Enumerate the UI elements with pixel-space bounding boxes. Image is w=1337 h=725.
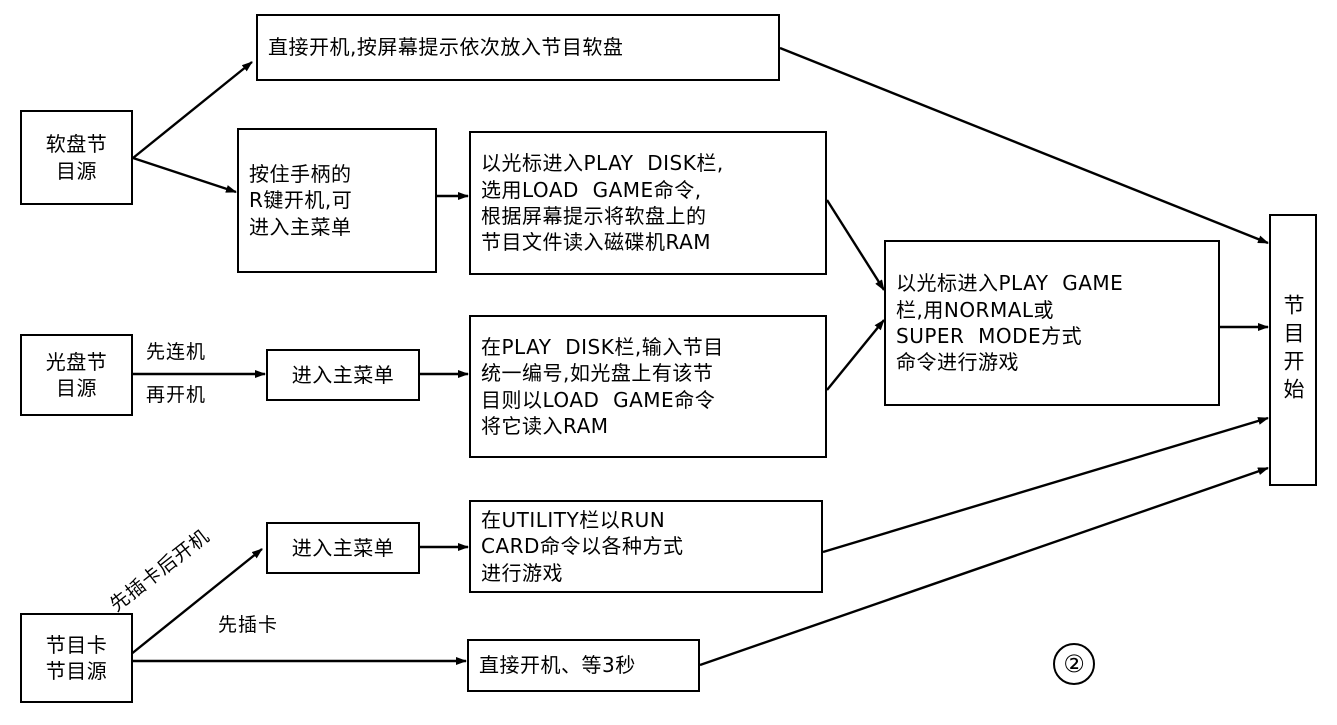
node-utility-run-card-line-2: CARD命令以各种方式 <box>481 534 684 559</box>
node-play-disk-load-line-4: 节目文件读入磁碟机RAM <box>481 230 712 255</box>
source-card-line-2: 节目源 <box>45 659 108 683</box>
node-main-menu-card[interactable]: 进入主菜单 <box>266 522 420 574</box>
node-play-disk-load-line-2: 选用LOAD GAME命令, <box>481 177 702 202</box>
node-play-disk-number-line-2: 统一编号,如光盘上有该节 <box>481 361 714 386</box>
node-main-menu-card-line-1: 进入主菜单 <box>291 535 395 560</box>
edge-label-cd-power-after: 再开机 <box>146 384 207 406</box>
node-utility-run-card-line-1: 在UTILITY栏以RUN <box>481 507 666 532</box>
node-hold-r-key-line-2: R键开机,可 <box>249 188 353 213</box>
node-play-disk-load-line-3: 根据屏幕提示将软盘上的 <box>481 204 707 228</box>
source-card-line-1: 节目卡 <box>45 632 108 657</box>
edge-label-card-insert-then-boot: 先插卡后开机 <box>105 524 214 617</box>
edge-play-disk-number-to-play-game <box>826 319 885 391</box>
node-main-menu-cd[interactable]: 进入主菜单 <box>266 349 420 401</box>
node-hold-r-key-line-3: 进入主菜单 <box>249 214 352 239</box>
source-floppy-line-1: 软盘节 <box>45 132 108 157</box>
node-direct-boot-wait-line-1: 直接开机、等3秒 <box>479 653 636 678</box>
edge-play-disk-to-play-game <box>825 199 886 291</box>
edge-label-card-insert-first: 先插卡 <box>218 614 279 636</box>
edge-floppy-to-direct-boot <box>132 61 253 159</box>
node-play-game-mode[interactable]: 以光标进入PLAY GAME 栏,用NORMAL或 SUPER MODE方式 命… <box>884 240 1220 406</box>
node-direct-boot-wait[interactable]: 直接开机、等3秒 <box>467 639 700 692</box>
edge-label-cd-connect-first: 先连机 <box>146 341 207 363</box>
node-play-game-mode-line-4: 命令进行游戏 <box>896 350 1019 375</box>
source-card[interactable]: 节目卡 节目源 <box>20 613 133 703</box>
figure-number-mark: ② <box>1053 643 1095 685</box>
node-hold-r-key-line-1: 按住手柄的 <box>249 161 352 186</box>
node-direct-boot-floppy[interactable]: 直接开机,按屏幕提示依次放入节目软盘 <box>256 14 780 81</box>
source-floppy-line-2: 目源 <box>56 158 97 183</box>
node-play-game-mode-line-2: 栏,用NORMAL或 <box>896 297 1055 322</box>
edge-utility-to-start <box>822 416 1269 554</box>
node-play-game-mode-line-1: 以光标进入PLAY GAME <box>896 271 1124 296</box>
node-play-disk-number-line-3: 目则以LOAD GAME命令 <box>481 387 716 412</box>
node-main-menu-cd-line-1: 进入主菜单 <box>291 362 395 387</box>
source-floppy[interactable]: 软盘节 目源 <box>20 110 133 205</box>
source-cd-line-1: 光盘节 <box>45 349 108 374</box>
edge-direct-boot-to-start <box>779 46 1269 245</box>
node-play-disk-load[interactable]: 以光标进入PLAY DISK栏, 选用LOAD GAME命令, 根据屏幕提示将软… <box>469 131 827 275</box>
node-play-disk-number-line-4: 将它读入RAM <box>481 413 609 438</box>
source-cd-line-2: 目源 <box>56 376 97 400</box>
edge-floppy-to-hold-r <box>132 156 237 194</box>
node-direct-boot-floppy-line-1: 直接开机,按屏幕提示依次放入节目软盘 <box>268 35 624 60</box>
node-utility-run-card[interactable]: 在UTILITY栏以RUN CARD命令以各种方式 进行游戏 <box>469 500 823 593</box>
node-program-start-label: 节目开始 <box>1281 294 1305 406</box>
node-play-game-mode-line-3: SUPER MODE方式 <box>896 324 1083 348</box>
source-cd[interactable]: 光盘节 目源 <box>20 334 133 416</box>
node-hold-r-key[interactable]: 按住手柄的 R键开机,可 进入主菜单 <box>237 128 437 273</box>
node-play-disk-number-line-1: 在PLAY DISK栏,输入节目 <box>481 334 724 359</box>
node-program-start[interactable]: 节目开始 <box>1269 214 1317 486</box>
node-play-disk-number[interactable]: 在PLAY DISK栏,输入节目 统一编号,如光盘上有该节 目则以LOAD GA… <box>469 315 827 458</box>
node-play-disk-load-line-1: 以光标进入PLAY DISK栏, <box>481 151 724 176</box>
node-utility-run-card-line-3: 进行游戏 <box>481 560 563 585</box>
